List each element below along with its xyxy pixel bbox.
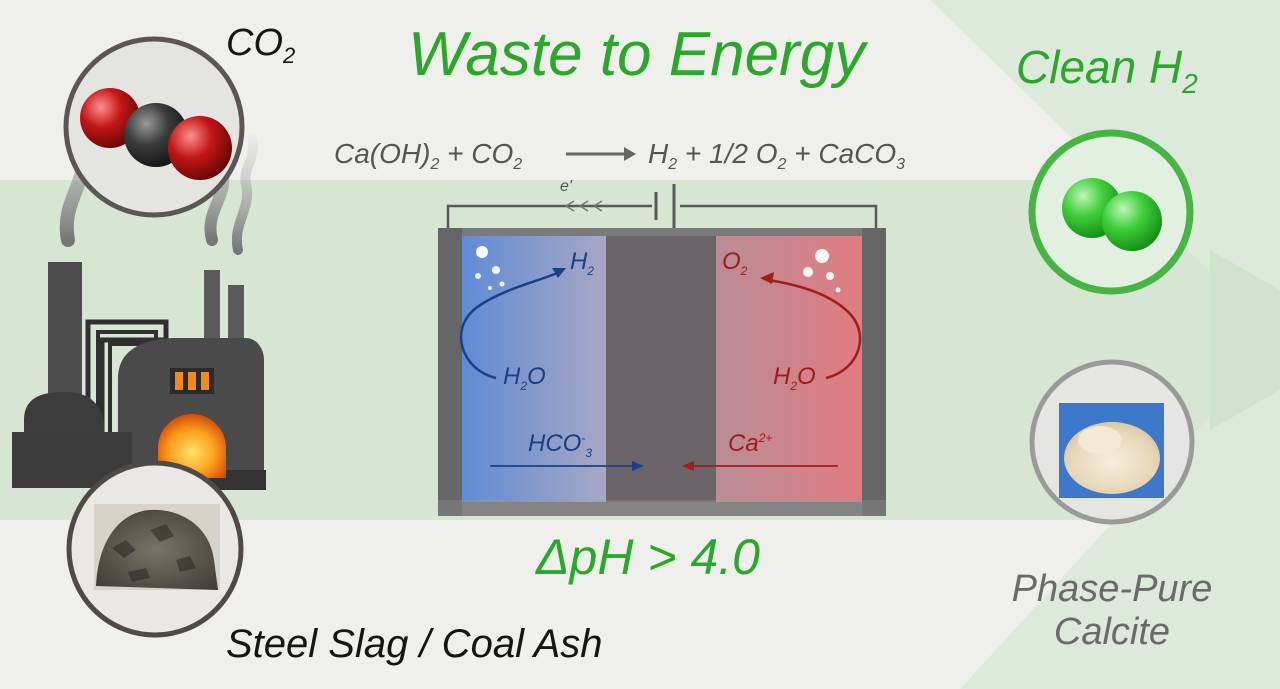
anode-gas-label: O2: [722, 248, 748, 278]
anode-water-label: H2O: [773, 363, 816, 393]
cathode-curve-arrow: [459, 268, 566, 380]
membrane: [606, 236, 718, 502]
equation-reactants: Ca(OH)2 + CO2: [334, 138, 523, 173]
co2-label: CO2: [226, 22, 296, 68]
calcium-ion-label: Ca2+: [728, 430, 773, 457]
anode-chamber: [716, 236, 862, 502]
calcite-powder-icon: [1029, 359, 1195, 525]
equation-products: H2 + 1/2 O2 + CaCO3: [648, 138, 906, 173]
clean-h2-label: Clean H2: [1016, 41, 1198, 99]
cathode-gas-label: H2: [570, 248, 595, 278]
calcium-migration-arrow: [682, 461, 838, 471]
steel-slag-label: Steel Slag / Coal Ash: [226, 622, 603, 666]
cathode-water-label: H2O: [503, 363, 546, 393]
co2-molecule-icon: [63, 36, 245, 218]
gas-bubbles: [475, 246, 841, 293]
anode-curve-arrow: [760, 272, 862, 380]
diagram-title: Waste to Energy: [408, 20, 866, 89]
cathode-electrode: [438, 228, 462, 516]
steel-slag-icon: [66, 460, 244, 638]
bicarbonate-label: HCO-3: [528, 430, 593, 460]
electron-label: e': [560, 178, 572, 195]
h2-molecule-icon: [1028, 129, 1194, 295]
output-arrow-shape: [930, 0, 1280, 689]
external-circuit: [446, 184, 878, 230]
anode-electrode: [862, 228, 886, 516]
bicarbonate-migration-arrow: [490, 461, 644, 471]
delta-ph-label: ΔpH > 4.0: [536, 529, 760, 585]
reaction-arrow: [566, 147, 636, 161]
arrow-tip: [1210, 250, 1280, 430]
